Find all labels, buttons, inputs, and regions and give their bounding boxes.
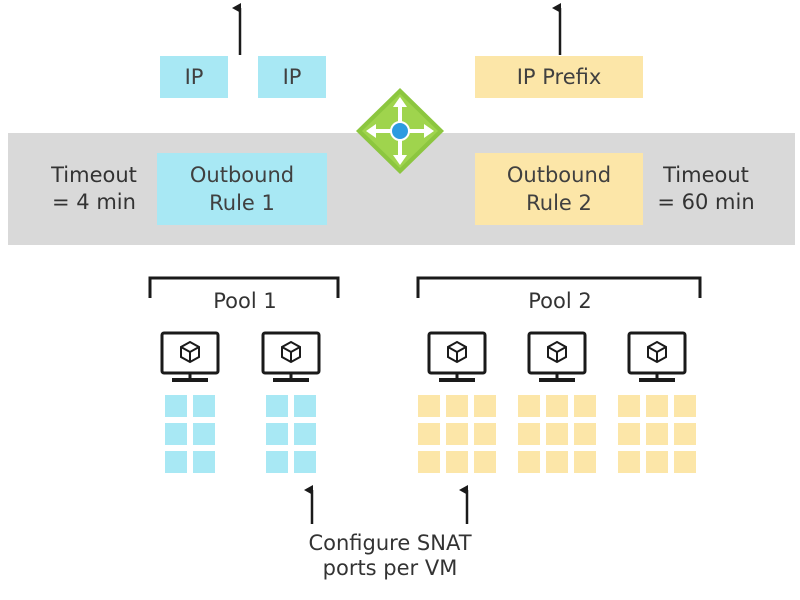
pool-2-bracket [416, 276, 702, 298]
virtual-machine-icon [160, 331, 220, 382]
snat-port [193, 451, 215, 473]
ip-address-2-label: IP [282, 65, 302, 89]
snat-port [294, 451, 316, 473]
snat-port [518, 395, 540, 417]
pool-1-bracket [148, 276, 340, 298]
snat-port [618, 395, 640, 417]
snat-port [518, 423, 540, 445]
snat-port [165, 451, 187, 473]
rule-1-timeout: Timeout = 4 min [38, 162, 150, 216]
outbound-rule-1: Outbound Rule 1 [157, 153, 327, 225]
snat-port-grid [618, 395, 696, 473]
virtual-machines [160, 331, 687, 382]
snat-port [446, 423, 468, 445]
rule-2-timeout-line1: Timeout [663, 163, 749, 187]
snat-port-grids [165, 395, 696, 473]
snat-port [474, 451, 496, 473]
snat-port [165, 423, 187, 445]
snat-port [674, 451, 696, 473]
snat-port [266, 451, 288, 473]
snat-port-grid [518, 395, 596, 473]
virtual-machine-icon [261, 331, 321, 382]
snat-port [674, 395, 696, 417]
snat-port [574, 395, 596, 417]
snat-note-line2: ports per VM [322, 556, 458, 580]
snat-port [418, 451, 440, 473]
snat-port [646, 395, 668, 417]
snat-port [266, 395, 288, 417]
outbound-rule-2-line2: Rule 2 [526, 191, 592, 215]
rule-1-timeout-line1: Timeout [51, 163, 137, 187]
snat-port [546, 423, 568, 445]
outbound-rule-1-line1: Outbound [189, 163, 295, 187]
load-balancer-icon [356, 88, 444, 174]
snat-note-line1: Configure SNAT [308, 531, 472, 555]
snat-port [574, 451, 596, 473]
snat-port-grid [165, 395, 215, 473]
snat-port [518, 451, 540, 473]
snat-port [446, 451, 468, 473]
snat-port-grid [418, 395, 496, 473]
snat-port [546, 395, 568, 417]
snat-port [294, 395, 316, 417]
snat-port-grid [266, 395, 316, 473]
snat-port [474, 423, 496, 445]
outbound-rule-2-line1: Outbound [506, 163, 612, 187]
rule-1-timeout-line2: = 4 min [52, 190, 136, 214]
snat-port [618, 423, 640, 445]
ip-address-2: IP [258, 56, 326, 98]
ip-prefix-label: IP Prefix [516, 65, 602, 89]
rule-2-timeout-line2: = 60 min [657, 190, 755, 214]
ip-address-1-label: IP [184, 65, 204, 89]
snat-port [474, 395, 496, 417]
virtual-machine-icon [627, 331, 687, 382]
snat-port [418, 423, 440, 445]
ip-prefix: IP Prefix [475, 56, 643, 98]
ip-address-1: IP [160, 56, 228, 98]
snat-port [674, 423, 696, 445]
snat-port [266, 423, 288, 445]
pool-1-label: Pool 1 [213, 289, 277, 313]
outbound-rule-2: Outbound Rule 2 [475, 153, 643, 225]
snat-port [193, 395, 215, 417]
snat-port [294, 423, 316, 445]
outbound-rule-1-line2: Rule 1 [209, 191, 275, 215]
snat-port [418, 395, 440, 417]
snat-port [446, 395, 468, 417]
snat-port [165, 395, 187, 417]
rule-2-timeout: Timeout = 60 min [647, 162, 765, 216]
snat-port [646, 451, 668, 473]
snat-note: Configure SNAT ports per VM [270, 531, 510, 581]
snat-port [546, 451, 568, 473]
snat-port [618, 451, 640, 473]
pool-2-label: Pool 2 [528, 289, 592, 313]
snat-port [574, 423, 596, 445]
snat-port [646, 423, 668, 445]
virtual-machine-icon [427, 331, 487, 382]
snat-port [193, 423, 215, 445]
virtual-machine-icon [527, 331, 587, 382]
